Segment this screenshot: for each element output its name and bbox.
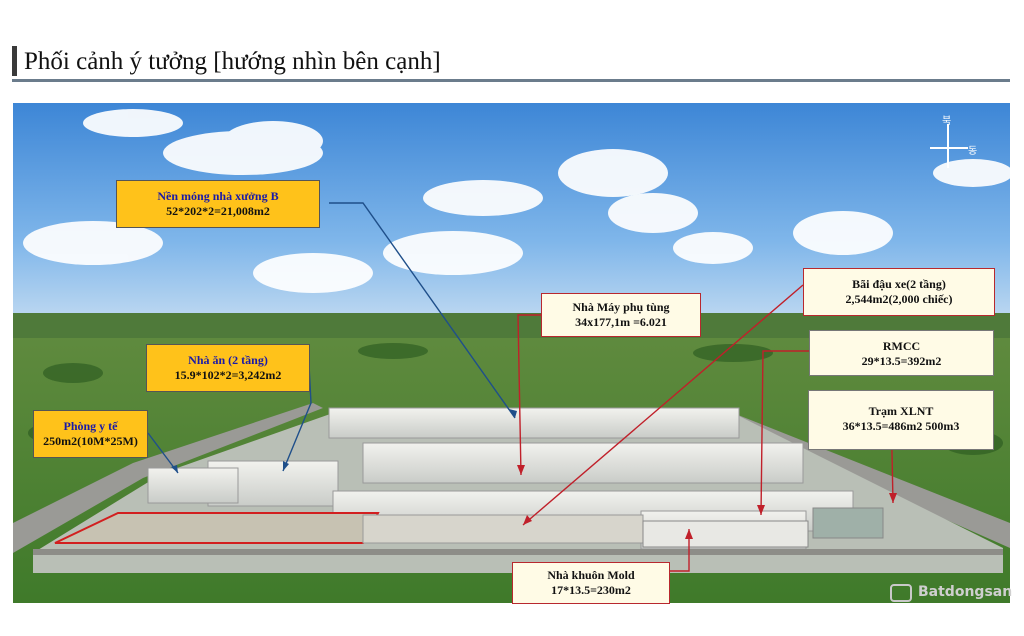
front-long-building bbox=[362, 514, 644, 544]
watermark-text: Batdongsan bbox=[918, 584, 1013, 600]
back-building bbox=[328, 407, 740, 439]
watermark: Batdongsan bbox=[890, 580, 1013, 608]
watermark-logo-icon bbox=[890, 584, 912, 602]
compass-icon bbox=[930, 124, 968, 168]
label-wastewater: Trạm XLNT 36*13.5=486m2 500m3 bbox=[808, 390, 994, 450]
clouds bbox=[23, 109, 1010, 293]
arrow-parts-factory bbox=[517, 314, 542, 476]
label-mold: Nhà khuôn Mold 17*13.5=230m2 bbox=[512, 562, 670, 604]
middle-building bbox=[362, 442, 804, 484]
page-title: Phối cảnh ý tưởng [hướng nhìn bên cạnh] bbox=[24, 48, 441, 75]
label-parking: Bãi đậu xe(2 tầng) 2,544m2(2,000 chiếc) bbox=[803, 268, 995, 316]
foundation-b-outline bbox=[54, 512, 380, 544]
label-medical: Phòng y tế 250m2(10M*25M) bbox=[33, 410, 148, 458]
label-parts-factory: Nhà Máy phụ tùng 34x177,1m =6.021 bbox=[541, 293, 701, 337]
arrow-parking bbox=[522, 284, 804, 526]
red-callout-arrows bbox=[517, 284, 894, 572]
title-accent-bar bbox=[12, 46, 17, 76]
wastewater-station bbox=[812, 507, 884, 539]
site-fence bbox=[33, 549, 1003, 555]
arrow-rmcc bbox=[760, 350, 809, 516]
compass-north: 북 bbox=[942, 116, 952, 127]
title-underline bbox=[12, 79, 1010, 82]
red-arrowheads bbox=[517, 465, 897, 539]
label-rmcc: RMCC 29*13.5=392m2 bbox=[809, 330, 994, 376]
mold-building bbox=[642, 520, 809, 548]
compass-east: 동 bbox=[968, 146, 978, 157]
blue-arrowheads bbox=[171, 409, 517, 473]
compass-rose: 북 동 bbox=[928, 112, 978, 172]
arrow-foundation-b bbox=[329, 202, 516, 419]
page-title-bar: Phối cảnh ý tưởng [hướng nhìn bên cạnh] bbox=[12, 46, 1010, 82]
label-foundation-b: Nền móng nhà xưởng B 52*202*2=21,008m2 bbox=[116, 180, 320, 228]
medical-building bbox=[147, 467, 239, 504]
label-canteen: Nhà ăn (2 tầng) 15.9*102*2=3,242m2 bbox=[146, 344, 310, 392]
arrow-mold bbox=[669, 529, 690, 572]
road-left bbox=[13, 403, 323, 553]
